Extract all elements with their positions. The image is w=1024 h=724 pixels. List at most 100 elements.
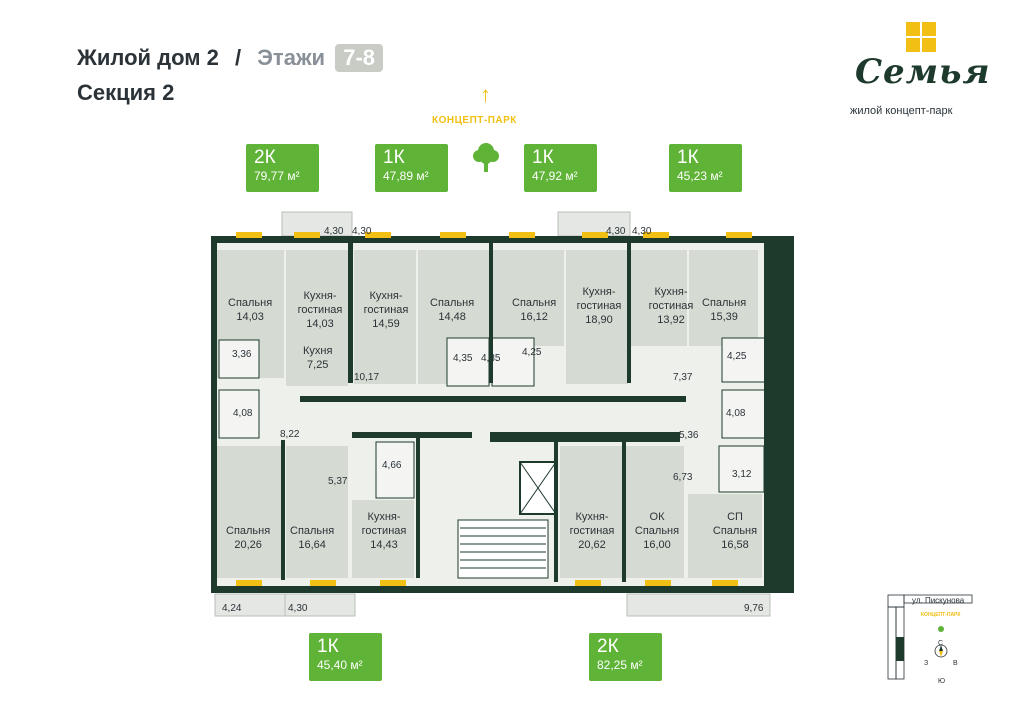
logo-squares-icon bbox=[906, 22, 937, 53]
room-area: 16,12 bbox=[520, 311, 548, 323]
apartment-badge[interactable]: 1К 45,40 м² bbox=[309, 633, 382, 681]
apartment-badge[interactable]: 2К 79,77 м² bbox=[246, 144, 319, 192]
bathroom bbox=[721, 337, 767, 383]
dimension-label: 4,08 bbox=[233, 408, 253, 419]
bathroom bbox=[491, 337, 535, 387]
room bbox=[560, 446, 622, 578]
room-area: 14,48 bbox=[438, 311, 466, 323]
dimension-label: 4,30 bbox=[352, 226, 372, 237]
apartment-area: 45,40 м² bbox=[317, 658, 363, 672]
room bbox=[626, 446, 684, 578]
dimension-label: 4,25 bbox=[522, 347, 542, 358]
apartment-area: 47,92 м² bbox=[532, 169, 578, 183]
room bbox=[354, 250, 416, 384]
logo-subtitle: жилой концепт-парк bbox=[850, 105, 953, 117]
apartment-type: 2К bbox=[254, 147, 276, 168]
compass-south: Ю bbox=[938, 678, 946, 685]
dimension-label: 4,66 bbox=[382, 460, 402, 471]
room-name: Спальня bbox=[228, 297, 273, 309]
dimension-label: 7,37 bbox=[673, 372, 693, 383]
apartment-area: 47,89 м² bbox=[383, 169, 429, 183]
room bbox=[689, 250, 758, 346]
corridor-wall bbox=[352, 432, 472, 438]
apartment-type: 1К bbox=[532, 147, 554, 168]
dimension-label: 4,08 bbox=[726, 408, 746, 419]
street-label: ул. Пискунова bbox=[912, 596, 965, 605]
dimension-label: 4,24 bbox=[222, 603, 242, 614]
room-area: 15,39 bbox=[710, 311, 738, 323]
floors-badge: 7-8 bbox=[335, 44, 383, 72]
room bbox=[217, 446, 281, 578]
room-area: 14,43 bbox=[370, 539, 398, 551]
room-label: СП Спальня 16,58 bbox=[710, 510, 760, 552]
dimension-label: 4,30 bbox=[632, 226, 652, 237]
title-separator: / bbox=[235, 45, 242, 70]
room-label: Спальня 14,48 bbox=[430, 296, 474, 324]
dimension-label: 3,12 bbox=[732, 469, 752, 480]
dimension-label: 4,30 bbox=[288, 603, 308, 614]
site-minimap bbox=[887, 594, 973, 680]
room-area: 14,59 bbox=[372, 318, 400, 330]
room-label: Спальня 14,03 bbox=[228, 296, 272, 324]
room bbox=[688, 494, 762, 578]
dimension-label: 4,35 bbox=[481, 353, 501, 364]
dimension-label: 4,30 bbox=[606, 226, 626, 237]
room-area: 14,03 bbox=[236, 311, 264, 323]
bathroom bbox=[446, 337, 490, 387]
room bbox=[492, 250, 564, 346]
room-area: 16,58 bbox=[721, 539, 749, 551]
room-area: 14,03 bbox=[306, 318, 334, 330]
balcony bbox=[626, 593, 771, 617]
apartment-area: 82,25 м² bbox=[597, 658, 643, 672]
room bbox=[630, 250, 687, 346]
dimension-label: 8,22 bbox=[280, 429, 300, 440]
dimension-label: 10,17 bbox=[354, 372, 380, 383]
room-area: 13,92 bbox=[657, 314, 685, 326]
dimension-label: 5,36 bbox=[679, 430, 699, 441]
apartment-type: 2К bbox=[597, 636, 619, 657]
apartment-badge[interactable]: 1К 47,92 м² bbox=[524, 144, 597, 192]
corridor-wall bbox=[490, 432, 680, 442]
windows bbox=[236, 232, 752, 586]
room-name: Кухня-гостиная bbox=[363, 290, 409, 316]
bathroom bbox=[218, 339, 260, 379]
dimension-label: 4,30 bbox=[324, 226, 344, 237]
compass-north: С bbox=[938, 640, 944, 647]
room-name: Кухня bbox=[303, 345, 333, 357]
room-name: ОК Спальня bbox=[634, 511, 680, 537]
staircase bbox=[457, 519, 549, 579]
room-name: Спальня bbox=[702, 297, 747, 309]
dimension-label: 4,35 bbox=[453, 353, 473, 364]
corridor-wall bbox=[300, 396, 686, 402]
apartment-badge[interactable]: 1К 45,23 м² bbox=[669, 144, 742, 192]
room-area: 20,26 bbox=[234, 539, 262, 551]
park-label: КОНЦЕПТ-ПАРК bbox=[432, 115, 517, 126]
room bbox=[352, 500, 414, 578]
room-label: Спальня 16,64 bbox=[290, 524, 334, 552]
room-name: Кухня-гостиная bbox=[361, 511, 407, 537]
dimension-label: 6,73 bbox=[673, 472, 693, 483]
room-name: Кухня-гостиная bbox=[576, 286, 622, 312]
room-name: Спальня bbox=[226, 525, 271, 537]
room-name: Спальня bbox=[430, 297, 475, 309]
room-name: Кухня-гостиная bbox=[569, 511, 615, 537]
dimension-label: 3,36 bbox=[232, 349, 252, 360]
room-label: Спальня 15,39 bbox=[702, 296, 746, 324]
room-label: Спальня 20,26 bbox=[226, 524, 270, 552]
room-name: Спальня bbox=[512, 297, 557, 309]
building-name: Жилой дом 2 bbox=[77, 45, 219, 70]
apartment-type: 1К bbox=[677, 147, 699, 168]
apartment-type: 1К bbox=[317, 636, 339, 657]
room-name: Спальня bbox=[290, 525, 335, 537]
apartment-area: 45,23 м² bbox=[677, 169, 723, 183]
building-title: Жилой дом 2 / Этажи 7-8 bbox=[77, 44, 383, 72]
elevator-cross bbox=[519, 461, 557, 515]
room-name: СП Спальня bbox=[712, 511, 758, 537]
apartment-badge[interactable]: 1К 47,89 м² bbox=[375, 144, 448, 192]
room-area: 16,64 bbox=[298, 539, 326, 551]
room-label: Кухня-гостиная 14,43 bbox=[355, 510, 413, 552]
apartment-badge[interactable]: 2К 82,25 м² bbox=[589, 633, 662, 681]
